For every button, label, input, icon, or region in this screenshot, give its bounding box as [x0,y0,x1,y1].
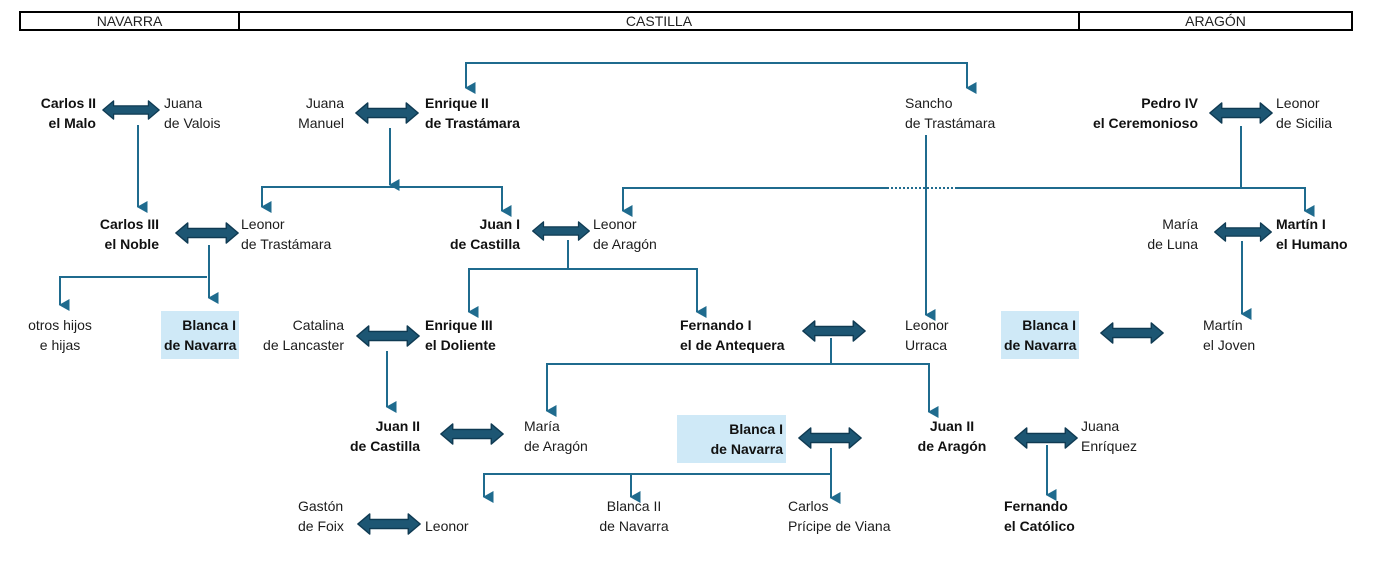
connector-enrique-ii-children [260,186,512,217]
marriage-arrow-martin-i [1214,222,1272,242]
marriage-arrow-juan-ii-castilla [440,423,504,445]
marriage-arrow-juan-i [532,221,590,241]
connector-pedro-iv-children-right [957,187,1315,217]
marriage-arrow-blanca-martin [1100,322,1164,344]
connector-enrique-sancho [464,62,977,94]
marriage-arrow-fernando-i [802,320,866,342]
marriage-arrow-carlos-ii [102,100,160,120]
kingdom-header-castilla: CASTILLA [238,11,1080,31]
connector-fernando-i-children [546,363,939,418]
marriage-arrow-enrique-iii [356,325,420,347]
kingdom-header-navarra: NAVARRA [19,11,240,31]
person-leonor: Leonor [425,518,469,534]
kingdom-header-aragon: ARAGÓN [1078,11,1353,31]
marriage-arrow-gaston [357,513,421,535]
marriage-arrow-carlos-iii [175,222,239,244]
marriage-arrow-pedro-iv [1209,102,1273,124]
marriage-arrow-enrique-ii [355,102,419,124]
connector-pedro-iv-children-left [622,187,887,211]
connector-blanca-juan-children [483,473,831,497]
marriage-arrow-blanca-juan-ii [798,427,862,449]
connector-juan-i-children [468,268,707,318]
connector-carlos-iii-others [58,276,207,311]
